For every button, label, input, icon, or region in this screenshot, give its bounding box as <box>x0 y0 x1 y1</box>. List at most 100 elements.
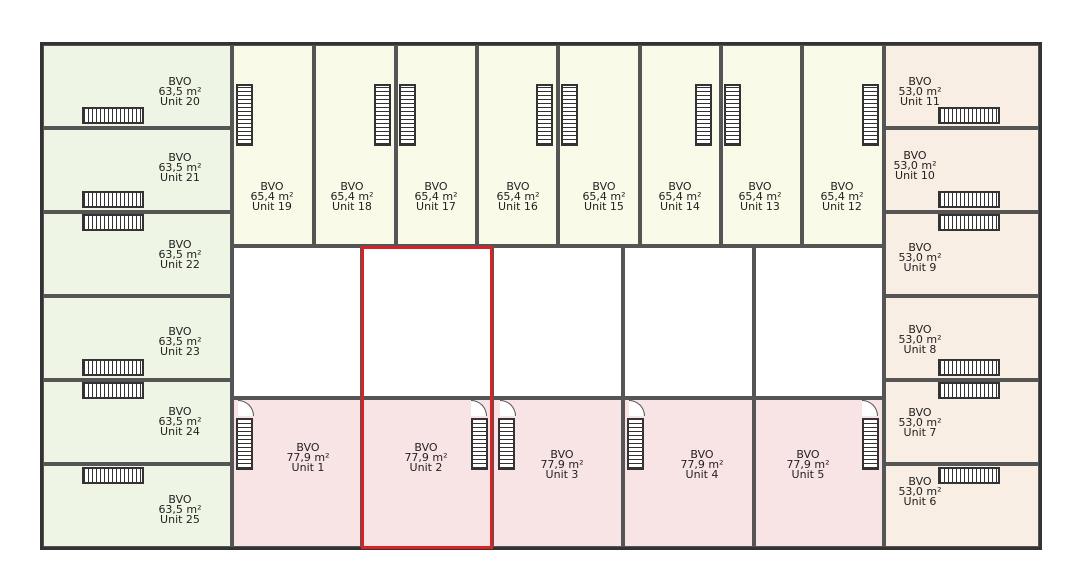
unit-name: Unit 6 <box>903 495 937 508</box>
unit-area: 77,9 m² <box>404 451 448 464</box>
stairs-icon <box>938 191 1000 208</box>
unit-area: 65,4 m² <box>250 190 294 203</box>
stairs-icon <box>862 418 879 470</box>
unit-area: 63,5 m² <box>158 161 202 174</box>
unit-type: BVO <box>168 238 192 251</box>
unit-type: BVO <box>908 241 932 254</box>
unit-name: Unit 14 <box>660 200 700 213</box>
unit-1[interactable] <box>232 398 362 548</box>
unit-type: BVO <box>168 151 192 164</box>
stairs-icon <box>236 84 253 146</box>
unit-type: BVO <box>592 180 616 193</box>
unit-18[interactable] <box>314 44 396 246</box>
unit-area: 63,5 m² <box>158 85 202 98</box>
unit-area: 63,5 m² <box>158 415 202 428</box>
corridor-space <box>492 246 623 398</box>
unit-name: Unit 5 <box>791 468 825 481</box>
stairs-icon <box>82 382 144 399</box>
unit-area: 77,9 m² <box>540 458 584 471</box>
unit-type: BVO <box>296 441 320 454</box>
unit-type: BVO <box>168 405 192 418</box>
unit-name: Unit 18 <box>332 200 372 213</box>
unit-area: 65,4 m² <box>658 190 702 203</box>
unit-24[interactable] <box>42 380 232 464</box>
unit-name: Unit 16 <box>498 200 538 213</box>
unit-name: Unit 3 <box>545 468 579 481</box>
stairs-icon <box>862 84 879 146</box>
corridor-space <box>232 246 362 398</box>
unit-type: BVO <box>168 325 192 338</box>
unit-area: 77,9 m² <box>680 458 724 471</box>
unit-area: 53,0 m² <box>893 159 937 172</box>
unit-name: Unit 1 <box>291 461 325 474</box>
unit-name: Unit 10 <box>895 169 935 182</box>
stairs-icon <box>627 418 644 470</box>
unit-area: 53,0 m² <box>898 85 942 98</box>
stairs-icon <box>399 84 416 146</box>
stairs-icon <box>561 84 578 146</box>
unit-type: BVO <box>260 180 284 193</box>
unit-type: BVO <box>903 149 927 162</box>
unit-area: 63,5 m² <box>158 248 202 261</box>
unit-name: Unit 19 <box>252 200 292 213</box>
corridor-space <box>362 246 492 398</box>
unit-name: Unit 17 <box>416 200 456 213</box>
unit-name: Unit 9 <box>903 261 937 274</box>
unit-area: 53,0 m² <box>898 333 942 346</box>
stairs-icon <box>82 107 144 124</box>
stairs-icon <box>938 359 1000 376</box>
unit-name: Unit 20 <box>160 95 200 108</box>
unit-4[interactable] <box>623 398 754 548</box>
unit-name: Unit 7 <box>903 426 937 439</box>
unit-name: Unit 12 <box>822 200 862 213</box>
unit-name: Unit 11 <box>900 95 940 108</box>
unit-type: BVO <box>796 448 820 461</box>
unit-area: 63,5 m² <box>158 335 202 348</box>
stairs-icon <box>536 84 553 146</box>
unit-name: Unit 23 <box>160 345 200 358</box>
unit-type: BVO <box>550 448 574 461</box>
unit-type: BVO <box>908 406 932 419</box>
stairs-icon <box>471 418 488 470</box>
stairs-icon <box>82 191 144 208</box>
unit-type: BVO <box>690 448 714 461</box>
stairs-icon <box>695 84 712 146</box>
unit-type: BVO <box>424 180 448 193</box>
selected-unit-highlight <box>361 246 493 549</box>
stairs-icon <box>236 418 253 470</box>
unit-type: BVO <box>168 493 192 506</box>
unit-area: 53,0 m² <box>898 251 942 264</box>
stairs-icon <box>938 467 1000 484</box>
stairs-icon <box>724 84 741 146</box>
unit-area: 65,4 m² <box>330 190 374 203</box>
unit-area: 63,5 m² <box>158 503 202 516</box>
unit-area: 65,4 m² <box>582 190 626 203</box>
unit-area: 53,0 m² <box>898 485 942 498</box>
stairs-icon <box>82 359 144 376</box>
unit-area: 77,9 m² <box>786 458 830 471</box>
unit-name: Unit 21 <box>160 171 200 184</box>
unit-2[interactable] <box>362 398 492 548</box>
stairs-icon <box>938 214 1000 231</box>
unit-area: 65,4 m² <box>738 190 782 203</box>
corridor-space <box>623 246 754 398</box>
unit-type: BVO <box>748 180 772 193</box>
unit-type: BVO <box>340 180 364 193</box>
